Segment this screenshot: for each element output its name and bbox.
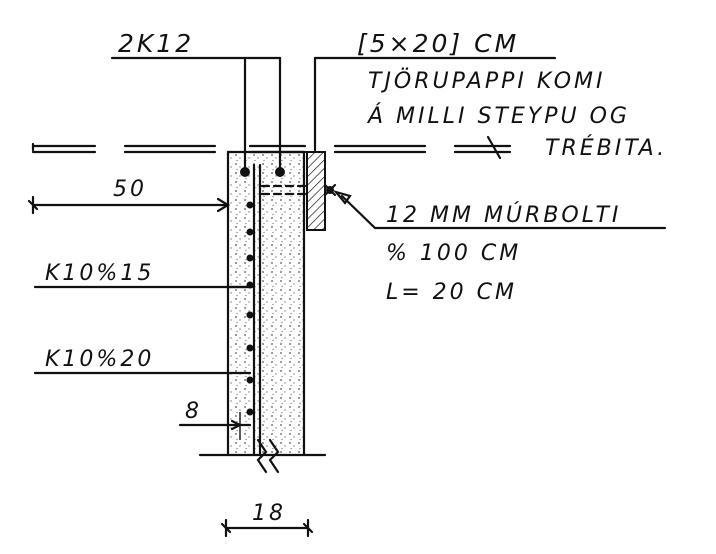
bolt-label-1: 12 MM MÚRBOLTI (386, 202, 621, 228)
note-line-2: Á MILLI STEYPU OG (366, 103, 630, 129)
anchor-bolt (260, 183, 667, 230)
stirrup-label-1: K10%15 (45, 261, 154, 286)
dimension-50-label: 50 (113, 177, 147, 202)
stirrup-label-2: K10%20 (45, 347, 154, 372)
stirrup-leaders (33, 285, 254, 375)
top-rebar-pair (110, 56, 285, 177)
vertical-rebar (252, 163, 262, 457)
timber-nailer (306, 56, 557, 231)
dimension-8 (178, 412, 252, 440)
dimension-18-label: 18 (252, 501, 286, 526)
concrete-wall (198, 150, 327, 474)
groove-label: [5×20] CM (357, 29, 519, 58)
dimension-50 (27, 195, 231, 215)
note-line-1: TJÖRUPAPPI KOMI (368, 68, 606, 94)
rebar-top-label: 2K12 (118, 29, 194, 58)
dimension-8-label: 8 (185, 399, 202, 424)
note-line-3: TRÉBITA. (545, 135, 667, 161)
dimension-18 (220, 518, 314, 538)
bolt-label-2: % 100 CM (386, 241, 521, 266)
bolt-label-3: L= 20 CM (386, 280, 517, 305)
